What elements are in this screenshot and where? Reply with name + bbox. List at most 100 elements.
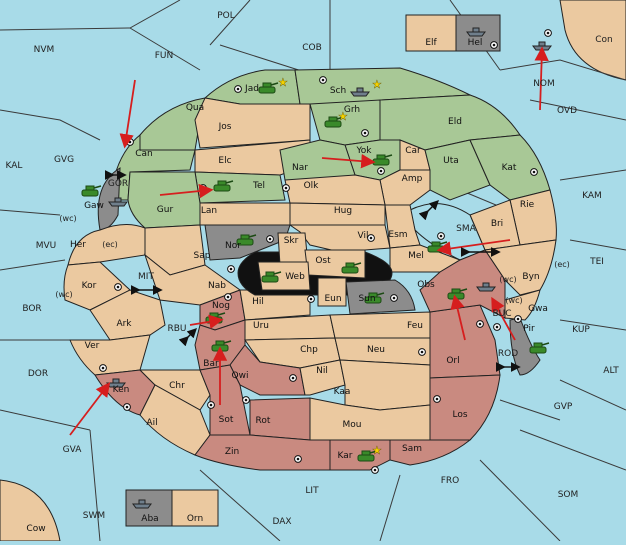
land-eun[interactable] <box>317 277 347 307</box>
double-arrow-icon <box>418 200 439 221</box>
territory-label: Ver <box>85 341 100 351</box>
army-icon[interactable] <box>261 271 282 283</box>
land-esm[interactable] <box>384 204 421 249</box>
supply-center-icon <box>476 320 484 328</box>
star-icon: ★ <box>372 78 382 91</box>
star-icon: ★ <box>372 444 382 457</box>
land-chr[interactable] <box>138 369 211 411</box>
territory-label: Ark <box>116 319 132 329</box>
sea-label: BOR <box>22 304 41 314</box>
sea-label: MVU <box>36 241 57 251</box>
supply-center-icon <box>242 396 250 404</box>
supply-center-icon <box>289 374 297 382</box>
fleet-icon[interactable] <box>466 27 486 37</box>
supply-center-icon <box>307 295 315 303</box>
land-olk[interactable] <box>284 174 386 206</box>
territory-label: Car <box>405 146 421 156</box>
land-tel[interactable] <box>194 171 286 204</box>
land-ail[interactable] <box>139 384 211 456</box>
move-arrow-icon <box>119 79 136 149</box>
territory-label: Ail <box>146 418 157 428</box>
territory-label: Nar <box>292 163 308 173</box>
sea-label: KUP <box>572 325 590 335</box>
fleet-icon[interactable] <box>476 282 496 292</box>
territory-label: Qwi <box>232 371 249 381</box>
fleet-icon[interactable] <box>132 499 152 509</box>
fleet-icon[interactable] <box>106 378 126 388</box>
land-kaa[interactable] <box>339 359 431 411</box>
territory-label: Jos <box>218 122 232 132</box>
move-arrow-icon <box>534 46 549 111</box>
territory-label: Mel <box>408 251 424 261</box>
fleet-icon[interactable] <box>108 197 128 207</box>
territory-label: Bri <box>491 219 503 229</box>
supply-center-icon <box>371 466 379 474</box>
land-web[interactable] <box>257 261 311 291</box>
land-ver[interactable] <box>69 334 151 376</box>
army-icon[interactable] <box>341 262 362 274</box>
sea-label: (wc) <box>505 296 522 305</box>
supply-center-icon <box>234 85 242 93</box>
territory-label: Pir <box>523 324 535 334</box>
territory-label: Nab <box>208 281 226 291</box>
sea-label: RBU <box>167 324 186 334</box>
sea-label: (ec) <box>554 260 570 269</box>
territory-label: Sap <box>194 251 211 261</box>
army-icon[interactable] <box>213 180 234 192</box>
army-icon[interactable] <box>324 116 345 128</box>
land-nil[interactable] <box>299 359 346 396</box>
sea-label: OVD <box>557 106 577 116</box>
army-icon[interactable] <box>357 450 378 462</box>
sea-label: (wc) <box>499 275 516 284</box>
army-icon[interactable] <box>236 234 257 246</box>
supply-center-icon <box>224 293 232 301</box>
supply-center-icon <box>114 283 122 291</box>
territory-label: Hil <box>252 297 264 307</box>
supply-center-icon <box>377 167 385 175</box>
land-gur[interactable] <box>127 171 201 229</box>
supply-center-icon <box>493 323 501 331</box>
land-sam[interactable] <box>389 439 472 466</box>
territory-label: Hel <box>468 38 483 48</box>
territory-label: Sch <box>330 86 346 96</box>
territory-label: Skr <box>284 236 299 246</box>
territory-label: Hug <box>334 206 352 216</box>
territory-label: Kat <box>502 163 517 173</box>
land-gwa[interactable] <box>504 289 541 321</box>
army-icon[interactable] <box>81 185 102 197</box>
land-orn[interactable] <box>171 489 219 527</box>
army-icon[interactable] <box>364 292 385 304</box>
territory-label: Eun <box>324 294 341 304</box>
land-aba[interactable] <box>125 489 173 527</box>
army-icon[interactable] <box>258 82 279 94</box>
territory-label: Chp <box>300 345 318 355</box>
sea-label: TEI <box>589 257 604 267</box>
supply-center-icon <box>207 401 215 409</box>
territory-label: Aba <box>141 514 158 524</box>
territory-label: Can <box>135 149 153 159</box>
sea-label: GVA <box>63 445 83 455</box>
army-icon[interactable] <box>529 342 550 354</box>
territory-label: Her <box>70 240 86 250</box>
territory-label: Nog <box>212 301 230 311</box>
territory-label: Los <box>452 410 467 420</box>
territory-label: Ken <box>113 385 130 395</box>
territory-label: Gur <box>157 205 174 215</box>
elf-hel-box <box>125 14 501 527</box>
land-pir[interactable] <box>509 317 541 376</box>
fleet-icon[interactable] <box>350 87 370 97</box>
army-icon[interactable] <box>372 154 393 166</box>
sea-label: (wc) <box>55 290 72 299</box>
sea-label: NOM <box>533 79 555 89</box>
territory-label: Gwa <box>528 304 548 314</box>
move-arrows <box>69 46 549 436</box>
territory-label: Byn <box>522 272 539 282</box>
territory-label: Qua <box>186 103 204 113</box>
sea-label: (wc) <box>59 214 76 223</box>
sea-label: SMA <box>456 224 476 234</box>
land-jos[interactable] <box>194 97 311 149</box>
move-arrow-icon <box>189 314 224 329</box>
supply-center-icon <box>390 294 398 302</box>
